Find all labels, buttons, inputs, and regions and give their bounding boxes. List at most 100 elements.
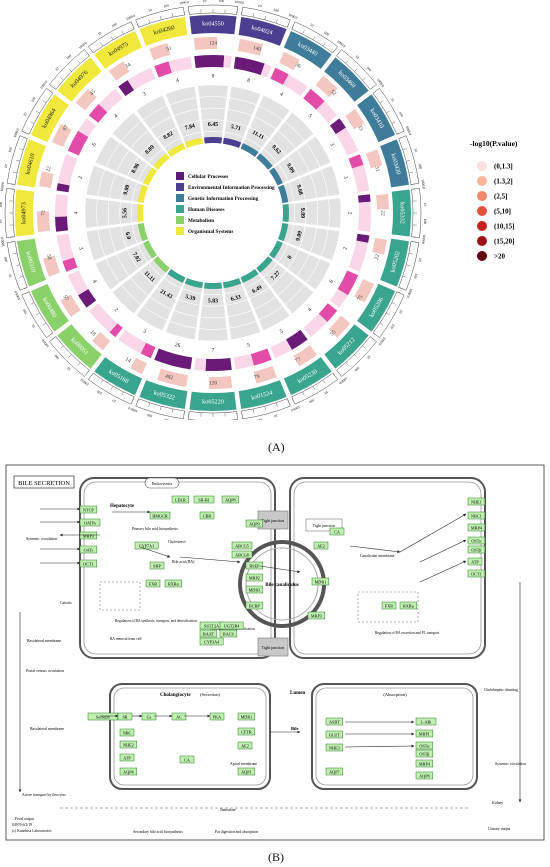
rich-factor-label: 7.84 [184, 123, 195, 131]
scale-label: 1000 [421, 234, 426, 242]
gene-box[interactable] [119, 728, 135, 737]
scale-label: 1000 [376, 78, 384, 86]
gene-label: ABCG5 [235, 543, 249, 548]
gene-box[interactable] [467, 545, 486, 554]
gene-box[interactable] [149, 561, 165, 570]
hepatocyte-cell-right [289, 477, 486, 659]
gene-box[interactable] [245, 601, 264, 610]
gene-box[interactable] [313, 541, 329, 550]
foreground-count-rest [57, 154, 78, 186]
gene-box[interactable] [237, 741, 253, 750]
gene-box[interactable] [219, 629, 238, 638]
background-count-bar [372, 237, 387, 255]
gene-box[interactable] [381, 601, 397, 610]
background-count-bar [60, 294, 81, 318]
pvalue-bin-label: (10,15] [494, 223, 514, 231]
gene-box[interactable] [329, 527, 345, 536]
scale-tick [345, 362, 349, 366]
gene-box[interactable] [245, 585, 264, 594]
scale-tick [336, 52, 340, 56]
gene-box[interactable] [237, 727, 256, 736]
gene-box[interactable] [221, 495, 240, 504]
foreground-count-bar [348, 154, 364, 169]
rich-factor-track [165, 86, 204, 149]
gene-box[interactable] [467, 511, 486, 520]
rich-factor-grid [310, 227, 318, 253]
pathway-band [15, 189, 35, 237]
gene-box[interactable] [79, 531, 98, 540]
foreground-count-rest [194, 357, 207, 371]
gene-box[interactable] [219, 621, 244, 630]
gene-box[interactable] [199, 629, 218, 638]
gene-box[interactable] [311, 577, 330, 586]
gene-box[interactable] [164, 579, 183, 588]
gene-box[interactable] [325, 717, 344, 726]
scale-label: 0 [342, 44, 346, 48]
gene-box[interactable] [245, 561, 264, 570]
rich-factor-grid [97, 169, 106, 197]
scale-label: 10 [423, 203, 427, 207]
scale-label: 100 [256, 417, 262, 420]
scale-tick [287, 398, 289, 403]
gene-box[interactable] [467, 557, 483, 566]
gene-box[interactable] [199, 511, 215, 520]
scale-tick [160, 15, 162, 20]
gene-box[interactable] [467, 536, 486, 545]
gene-label: BAAT [203, 631, 214, 636]
gene-box[interactable] [149, 511, 171, 520]
scale-tick [302, 30, 305, 35]
rich-factor-grid [137, 245, 148, 263]
gene-box[interactable] [307, 611, 326, 620]
scale-label: 0 [1, 181, 5, 184]
gene-box[interactable] [467, 497, 486, 506]
scale-label: 10 [54, 66, 60, 72]
svg-text:Bile acid (BA): Bile acid (BA) [172, 560, 195, 564]
gene-box[interactable] [179, 755, 195, 764]
gene-box[interactable] [193, 495, 215, 504]
gene-box[interactable] [325, 767, 344, 776]
gene-box[interactable] [119, 767, 138, 776]
gene-box[interactable] [237, 767, 256, 776]
gene-box[interactable] [325, 730, 344, 739]
rich-factor-bar [222, 277, 242, 289]
rich-factor-track [222, 86, 261, 149]
gene-label: SHP [153, 563, 161, 568]
gene-label: UGT2B4 [224, 623, 240, 628]
gene-label: MDR1 [315, 579, 327, 584]
gene-box[interactable] [415, 759, 434, 768]
foreground-count-bar [357, 194, 371, 203]
gene-box[interactable] [415, 717, 437, 726]
gene-box[interactable] [231, 550, 253, 559]
gene-box[interactable] [231, 541, 253, 550]
pvalue-swatch [477, 206, 487, 216]
gene-box[interactable] [199, 637, 224, 646]
gene-box[interactable] [245, 519, 264, 528]
gene-box[interactable] [245, 573, 264, 582]
gene-box[interactable] [415, 741, 434, 750]
gene-box[interactable] [415, 729, 434, 738]
gene-box[interactable] [467, 569, 486, 578]
gene-box[interactable] [415, 749, 434, 758]
gene-box[interactable] [467, 523, 486, 532]
gene-box[interactable] [119, 753, 135, 762]
scale-label: 1000 [82, 379, 90, 387]
gene-box[interactable] [325, 743, 344, 752]
scale-tick [362, 345, 366, 349]
rich-factor-grid [199, 328, 227, 330]
gene-box[interactable] [171, 495, 190, 504]
gene-box[interactable] [145, 579, 161, 588]
foreground-count-bar [194, 54, 225, 69]
foreground-count-label: 4 [279, 91, 285, 98]
gene-box[interactable] [237, 712, 256, 721]
foreground-count-bar [356, 233, 370, 243]
gene-box[interactable] [399, 601, 418, 610]
category-label: Environmental Information Processing [188, 185, 275, 191]
pathway-band [189, 15, 237, 35]
gene-box[interactable] [119, 740, 138, 749]
svg-text:Active transport by ileocytes: Active transport by ileocytes [22, 793, 66, 797]
gene-label: AQP1 [241, 769, 251, 774]
pathway-band [283, 357, 332, 396]
gene-box[interactable] [415, 771, 434, 780]
scale-label: 0 [406, 295, 410, 298]
bile-secretion-pathway-map: BILE SECRETION Hepatocyte Bile canalicul… [0, 462, 550, 842]
